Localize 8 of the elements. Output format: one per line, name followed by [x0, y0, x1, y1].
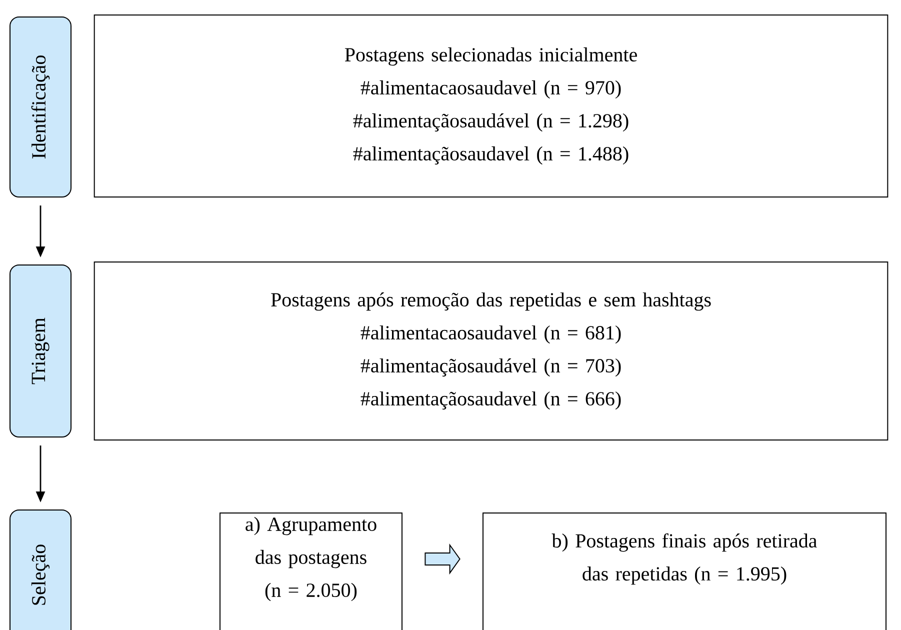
block-arrow	[424, 543, 460, 575]
process-box: b) Postagens finais após retirada das repetidas (n = 1.995)	[482, 512, 887, 630]
process-box: Postagens selecionadas inicialmente #alimentacaosaudavel (n = 970) #alimentaçãosaudável (n = 1.298) #alimentaçãosaudavel (n = 1.488)	[94, 14, 888, 198]
stage-label: Identificação	[10, 16, 72, 198]
stage-label: Seleção	[10, 510, 72, 630]
process-box: Postagens após remoção das repetidas e sem hashtags #alimentacaosaudavel (n = 681) #alimentaçãosaudável (n = 703) #alimentaçãosaudavel (n = 666)	[94, 262, 888, 440]
process-box: a) Agrupamento das postagens (n = 2.050)	[220, 512, 402, 630]
stage-label: Triagem	[10, 264, 72, 438]
